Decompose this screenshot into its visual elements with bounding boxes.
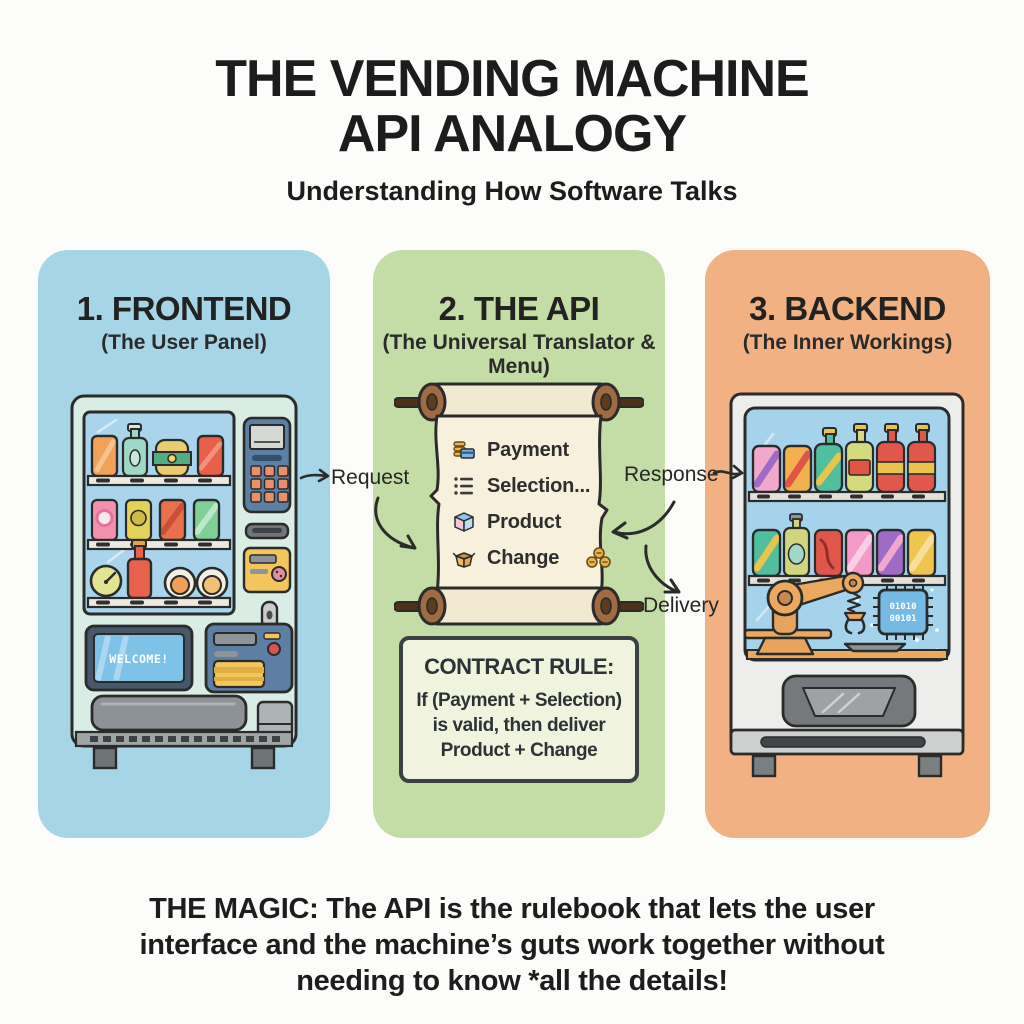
footer-line2: interface and the machine’s guts work to… [139, 928, 885, 961]
cpu-chip-icon: 01010 00101 [873, 584, 933, 640]
scroll-item-label: Selection... [487, 474, 591, 497]
api-scroll-illustration: Payment Selection... Product [394, 378, 644, 628]
product-box-icon [454, 512, 474, 532]
footer-emphasis: THE MAGIC: [149, 893, 319, 925]
footer-line1: THE MAGIC: The API is the rulebook that … [149, 893, 875, 925]
frontend-heading: 1. FRONTEND [76, 290, 292, 327]
scroll-item-payment: Payment [452, 432, 622, 468]
panel-frontend: 1. FRONTEND (The User Panel) [38, 250, 330, 838]
selection-list-icon [454, 477, 473, 495]
scroll-item-selection: Selection... [452, 468, 622, 504]
change-box-icon [452, 552, 476, 568]
page-subtitle: Understanding How Software Talks [286, 176, 738, 207]
scroll-item-product: Product [452, 504, 622, 540]
dispenser-flap-icon [90, 694, 248, 732]
scroll-item-change: Change [452, 540, 622, 576]
backend-heading: 3. BACKEND [749, 290, 946, 327]
chip-code-line1: 01010 [889, 602, 916, 612]
backend-vending-machine-illustration: 01010 00101 [727, 390, 967, 782]
scroll-item-label: Product [487, 510, 562, 533]
card-reader-icon [242, 546, 292, 594]
coins-icon [586, 547, 611, 568]
page-title-line2: API ANALOGY [337, 105, 687, 164]
robot-arm-icon [743, 571, 867, 656]
frontend-screen: WELCOME! [84, 624, 194, 692]
payment-icon [453, 441, 475, 459]
footer-text: THE MAGIC: The API is the rulebook that … [0, 892, 1024, 1000]
panel-api: 2. THE API (The Universal Translator & M… [373, 250, 665, 838]
backend-flap-icon [781, 674, 917, 728]
contract-rule-line1: If (Payment + Selection) [416, 690, 622, 711]
contract-rule-box: CONTRACT RULE: If (Payment + Selection) … [399, 636, 639, 784]
backend-subheading: (The Inner Workings) [742, 331, 953, 354]
frontend-subheading: (The User Panel) [101, 331, 267, 354]
api-heading: 2. THE API [438, 290, 600, 327]
frontend-vending-machine-illustration: WELCOME! [68, 392, 300, 772]
title-block: THE VENDING MACHINE API ANALOGY Understa… [0, 50, 1024, 207]
scroll-item-label: Payment [487, 438, 569, 461]
api-scroll-items: Payment Selection... Product [452, 432, 622, 576]
chip-code-line2: 00101 [889, 614, 916, 624]
keypad-icon [242, 416, 292, 514]
contract-rule-heading: CONTRACT RULE: [424, 654, 614, 679]
contract-rule-line2: is valid, then deliver [432, 715, 606, 737]
frontend-card-module [204, 622, 294, 694]
scroll-item-label: Change [487, 546, 560, 569]
footer-line3: needing to know *all the details! [296, 964, 728, 997]
page-title-line1: THE VENDING MACHINE [215, 50, 809, 108]
contract-rule-line3: Product + Change [440, 740, 598, 762]
welcome-screen-text: WELCOME! [109, 652, 168, 666]
panel-backend: 3. BACKEND (The Inner Workings) [705, 250, 990, 838]
api-subheading: (The Universal Translator & Menu) [382, 331, 656, 378]
